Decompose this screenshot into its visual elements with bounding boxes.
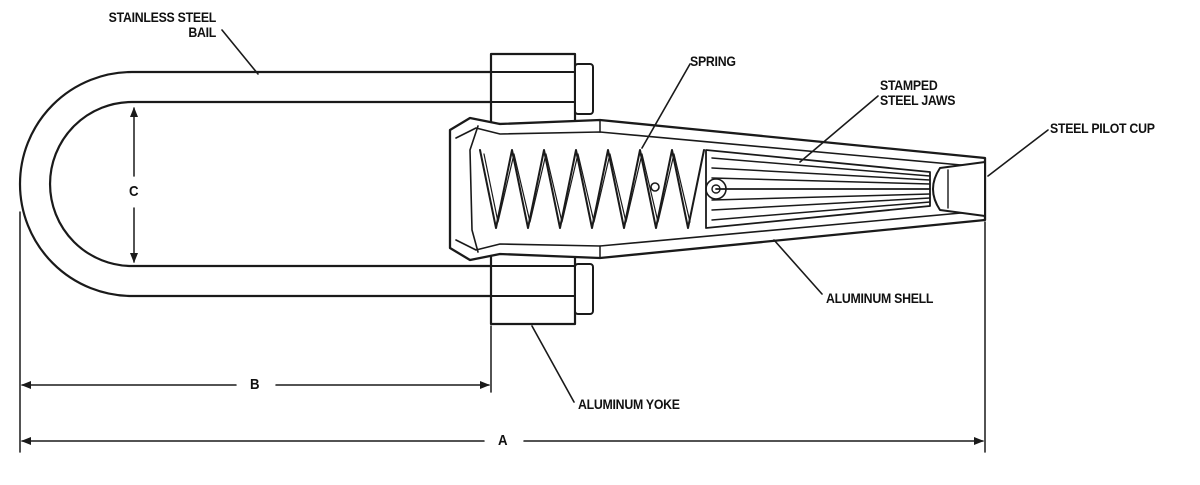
stainless-steel-bail-label: STAINLESS STEEL BAIL xyxy=(108,9,217,40)
dimension-a-label: A xyxy=(498,432,508,449)
stainless-steel-bail-label-line1: STAINLESS STEEL xyxy=(108,9,217,25)
dimension-lines xyxy=(19,107,986,453)
spring xyxy=(479,149,705,229)
stamped-steel-jaws-label-line2: STEEL JAWS xyxy=(880,92,956,108)
dimension-c-label: C xyxy=(129,183,139,200)
aluminum-yoke xyxy=(489,52,594,326)
dimension-b-label: B xyxy=(250,376,260,393)
stamped-steel-jaws-label-line1: STAMPED xyxy=(880,77,938,93)
steel-pilot-cup xyxy=(932,161,986,217)
aluminum-shell-label: ALUMINUM SHELL xyxy=(826,290,934,306)
aluminum-yoke-label: ALUMINUM YOKE xyxy=(578,396,680,412)
stainless-steel-bail-label-line2: BAIL xyxy=(188,24,216,40)
stamped-steel-jaws xyxy=(705,149,931,229)
stamped-steel-jaws-label: STAMPED STEEL JAWS xyxy=(880,78,955,108)
stainless-steel-bail xyxy=(18,70,502,298)
leader-lines xyxy=(221,29,1049,403)
spring-label: SPRING xyxy=(690,53,736,69)
steel-pilot-cup-label: STEEL PILOT CUP xyxy=(1050,120,1155,136)
